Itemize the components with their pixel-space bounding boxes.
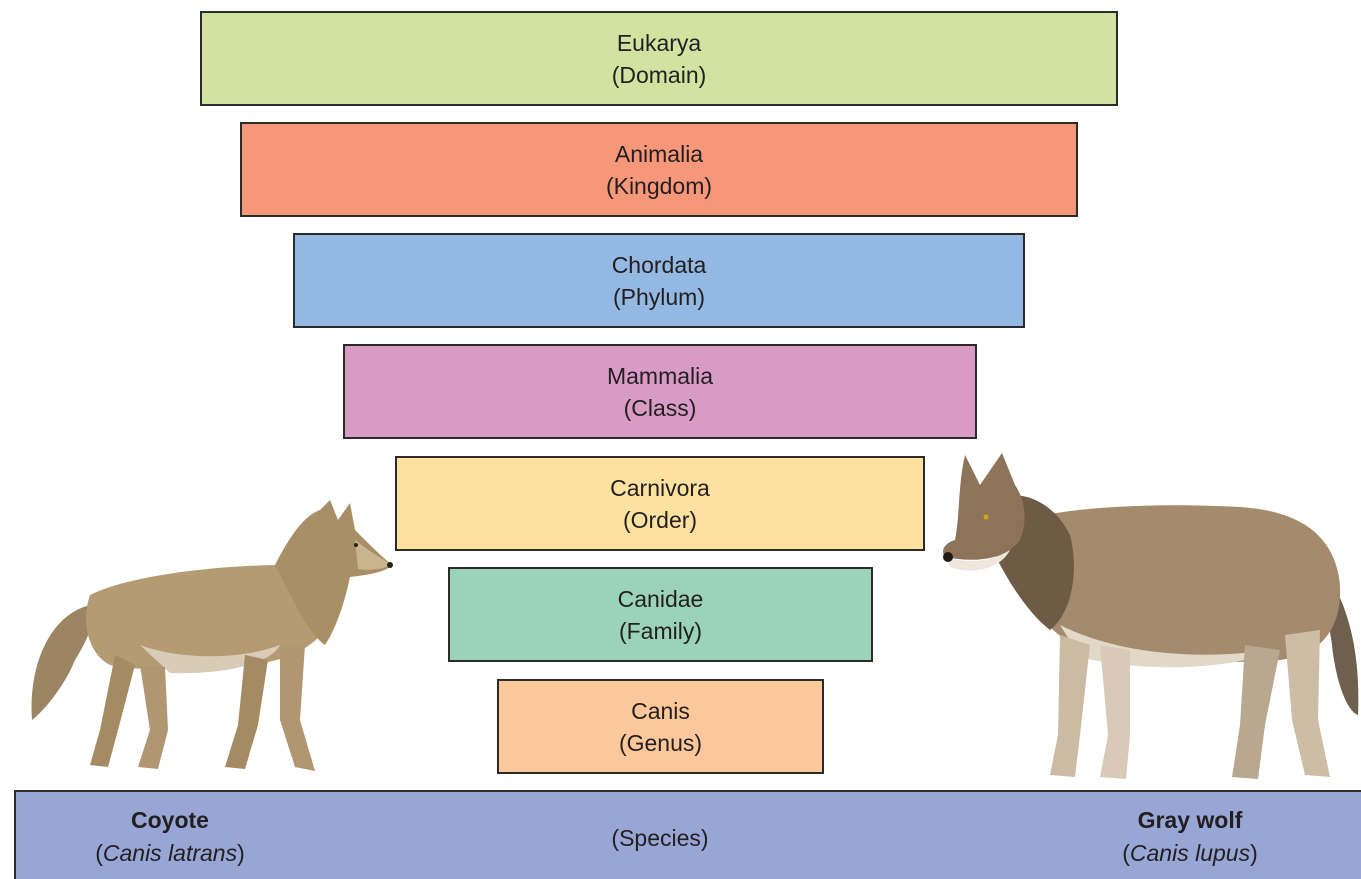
species-bar (14, 790, 1361, 879)
rank-level: (Domain) (611, 61, 707, 88)
gray-wolf-illustration (943, 453, 1359, 779)
rank-box-order: Carnivora (Order) (395, 456, 925, 551)
rank-box-kingdom: Animalia (Kingdom) (240, 122, 1078, 217)
rank-level: (Order) (622, 506, 698, 533)
rank-level: (Kingdom) (605, 172, 713, 199)
rank-box-domain: Eukarya (Domain) (200, 11, 1118, 106)
rank-box-phylum: Chordata (Phylum) (293, 233, 1025, 328)
rank-name: Mammalia (606, 362, 714, 389)
species-rank-label: (Species) (611, 825, 709, 851)
rank-name: Canidae (617, 585, 704, 612)
rank-level: (Family) (618, 617, 703, 644)
rank-box-genus: Canis (Genus) (497, 679, 824, 774)
rank-level: (Phylum) (612, 283, 705, 310)
species-left-label: Coyote (Canis latrans) (95, 807, 245, 866)
rank-name: Canis (631, 697, 690, 724)
species-scientific-name: Canis lupus (1129, 840, 1251, 866)
species-scientific-name: Canis latrans (102, 840, 238, 866)
rank-name: Animalia (614, 140, 704, 167)
rank-name: Carnivora (610, 474, 710, 501)
rank-level: (Class) (623, 394, 697, 421)
rank-box-family: Canidae (Family) (448, 567, 873, 662)
species-common-name: Gray wolf (1137, 807, 1243, 833)
species-right-label: Gray wolf (Canis lupus) (1122, 807, 1258, 866)
rank-level: (Genus) (618, 729, 703, 756)
rank-name: Eukarya (616, 29, 702, 56)
coyote-illustration (31, 500, 393, 771)
rank-box-class: Mammalia (Class) (343, 344, 977, 439)
rank-name: Chordata (611, 251, 707, 278)
species-common-name: Coyote (131, 807, 209, 833)
